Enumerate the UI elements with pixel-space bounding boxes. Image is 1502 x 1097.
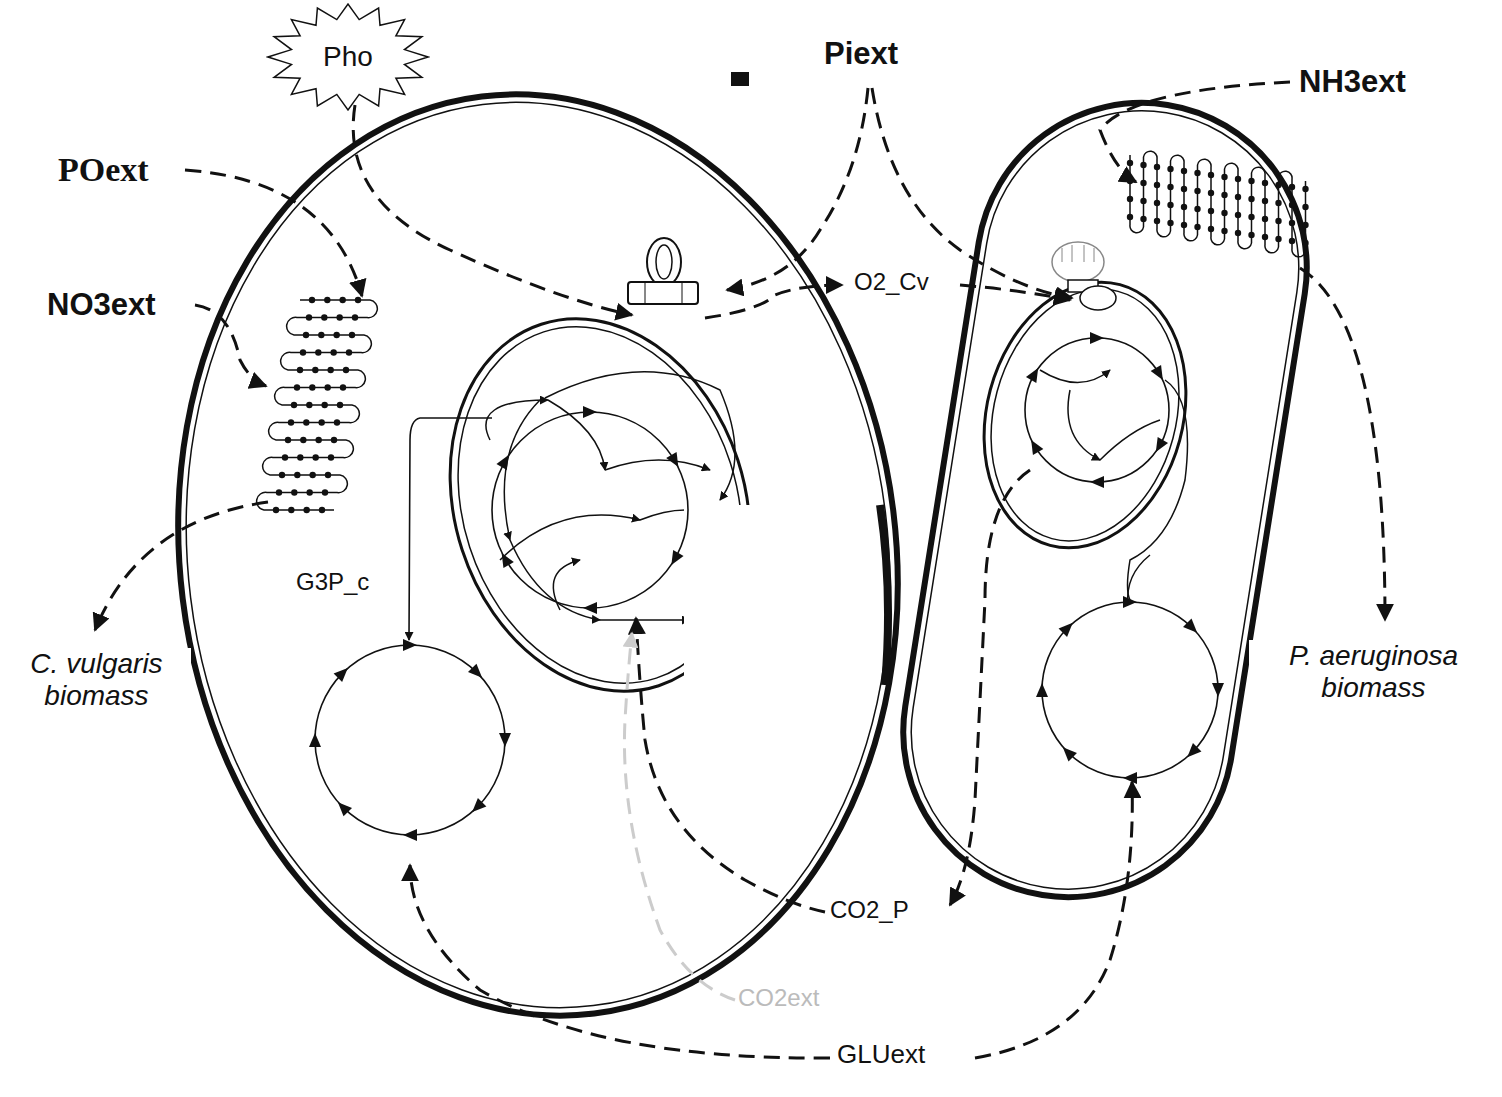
flow-arrows [95, 82, 1385, 1058]
algal-cell [126, 53, 949, 1057]
metabolite-label: CO2ext [736, 984, 821, 1012]
metabolite-label: CO2_P [828, 896, 911, 924]
contact-zone [880, 505, 888, 685]
co2-flow [624, 633, 735, 1000]
link-line [1128, 555, 1150, 605]
blank-patch [684, 505, 874, 687]
g3p-arrow [409, 418, 492, 640]
metabolite-label: G3P_c [294, 568, 371, 596]
node-label: Pho [323, 41, 373, 73]
metabolite-label: O2_Cv [852, 268, 931, 296]
cycle-circles [309, 332, 1224, 841]
biomass-label: C. vulgaris biomass [2, 648, 191, 712]
species-label: NH3ext [1297, 64, 1408, 100]
metabolite-label: GLUext [835, 1040, 927, 1070]
starburst-node: Pho [266, 2, 430, 112]
bacterial-compartment [955, 242, 1214, 600]
species-label: POext [56, 150, 151, 189]
bacterial-cell [879, 79, 1330, 921]
mark [731, 72, 749, 86]
species-label: Piext [822, 36, 900, 72]
membrane-stacks [257, 151, 1309, 513]
biomass-label: P. aeruginosa biomass [1249, 640, 1498, 704]
species-label: NO3ext [45, 287, 158, 323]
